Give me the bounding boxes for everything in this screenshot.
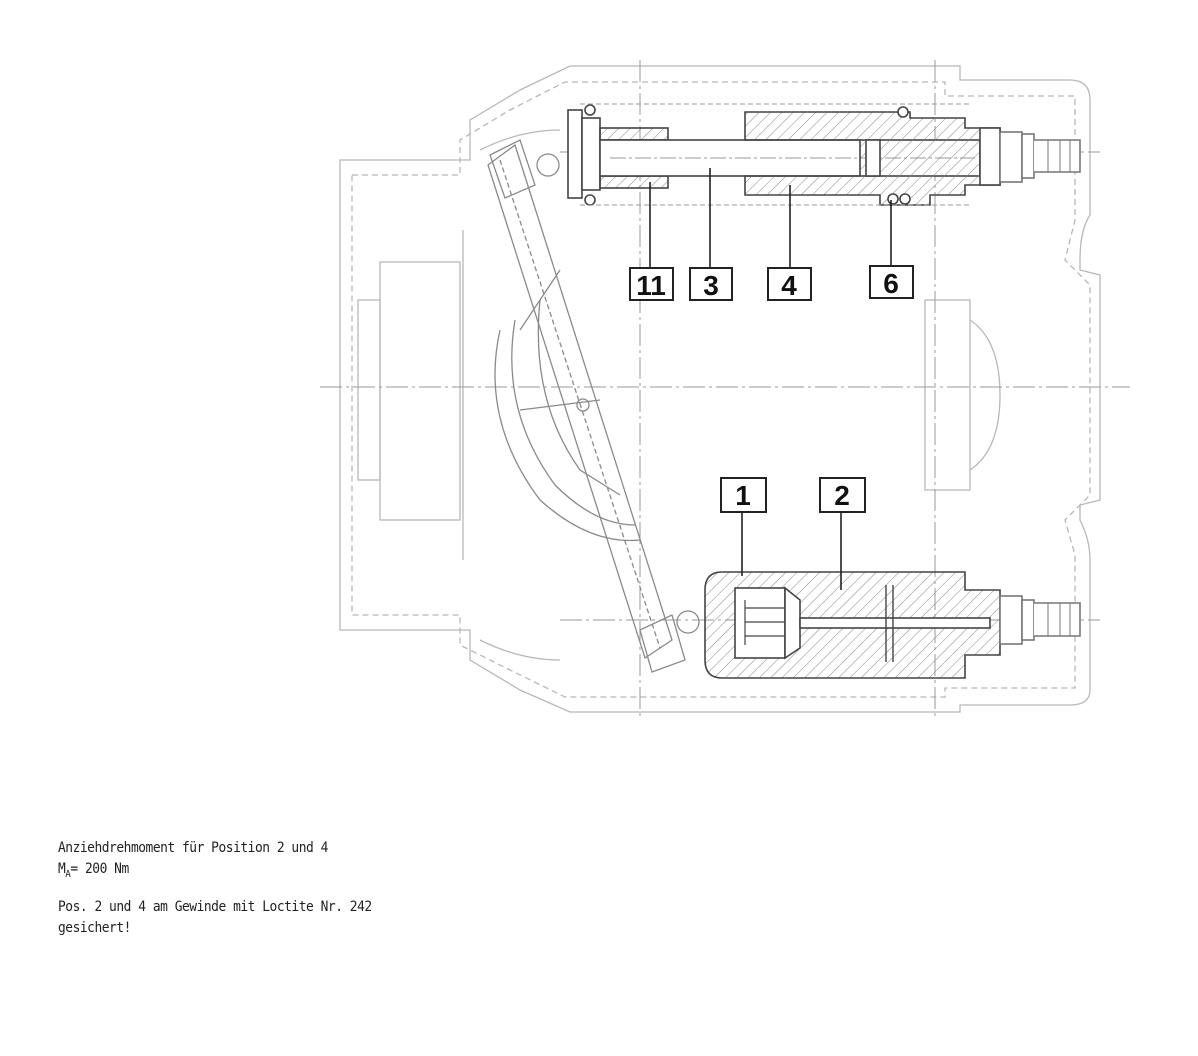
upper-piston-assembly: [567, 103, 1081, 206]
torque-value: MA= 200 Nm: [58, 861, 129, 880]
callout-11: 11: [629, 267, 674, 301]
callout-2: 2: [819, 477, 866, 513]
torque-notes: Anziehdrehmoment für Position 2 und 4 MA…: [58, 838, 372, 939]
svg-text:2: 2: [834, 480, 850, 511]
svg-text:4: 4: [781, 270, 797, 301]
svg-text:6: 6: [883, 268, 899, 299]
svg-text:11: 11: [636, 270, 666, 301]
callout-4: 4: [767, 267, 812, 301]
loctite-note-end: gesichert!: [58, 920, 131, 936]
callout-6: 6: [869, 265, 914, 299]
loctite-note: Pos. 2 und 4 am Gewinde mit Loctite Nr. …: [58, 899, 372, 915]
svg-text:1: 1: [735, 480, 751, 511]
callout-1: 1: [720, 477, 767, 513]
leader-lines: [649, 168, 892, 590]
housing-outline: [339, 65, 1101, 713]
svg-text:3: 3: [703, 270, 719, 301]
torque-note-title: Anziehdrehmoment für Position 2 und 4: [58, 840, 328, 856]
pump-section-drawing: 11 3 4 6 1 2: [320, 60, 1130, 718]
callout-3: 3: [689, 267, 733, 301]
lower-piston-assembly: [704, 571, 1081, 679]
swash-plate: [487, 139, 700, 673]
